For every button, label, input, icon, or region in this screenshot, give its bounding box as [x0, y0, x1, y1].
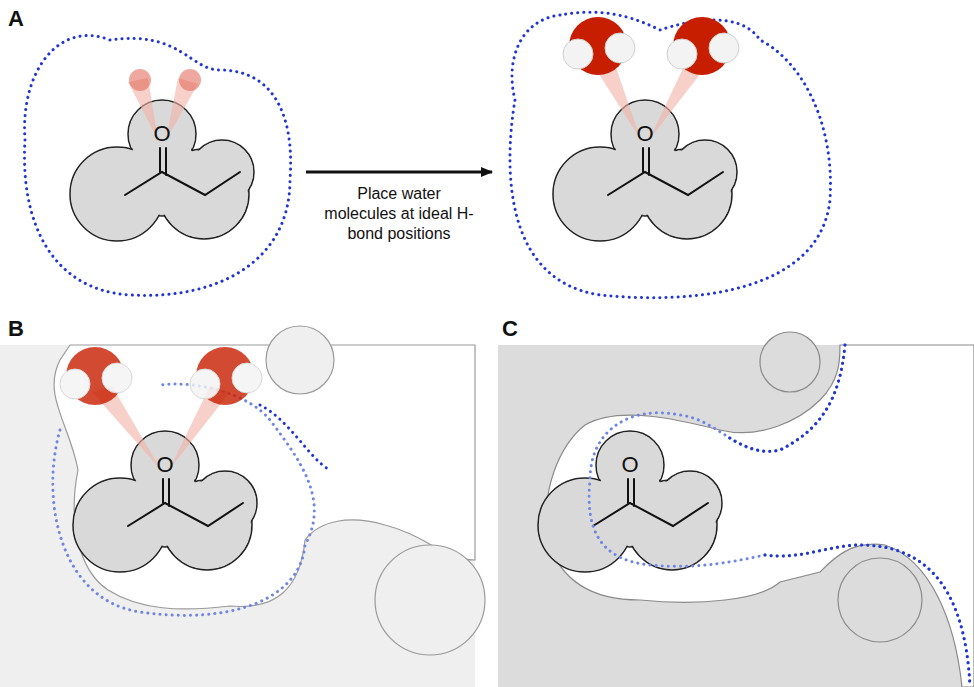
panel-letter: B — [8, 318, 24, 340]
process-arrow — [306, 171, 492, 174]
atom-label: O — [636, 123, 653, 145]
molecule-outline — [18, 28, 298, 300]
panel-letter: A — [8, 8, 24, 30]
atom-label: O — [153, 123, 170, 145]
molecule-shape: O — [18, 28, 298, 300]
atom-label: O — [156, 454, 173, 476]
molecule-outline — [65, 423, 255, 593]
molecule-outline — [530, 423, 720, 593]
arrow-label: Place water molecules at ideal H-bond po… — [324, 184, 474, 244]
molecule-outline — [500, 8, 835, 303]
molecule-shape: O — [65, 423, 255, 593]
panel-letter: C — [502, 318, 518, 340]
molecule-shape: O — [500, 8, 835, 303]
molecule-shape: O — [530, 423, 720, 593]
atom-label: O — [621, 454, 638, 476]
